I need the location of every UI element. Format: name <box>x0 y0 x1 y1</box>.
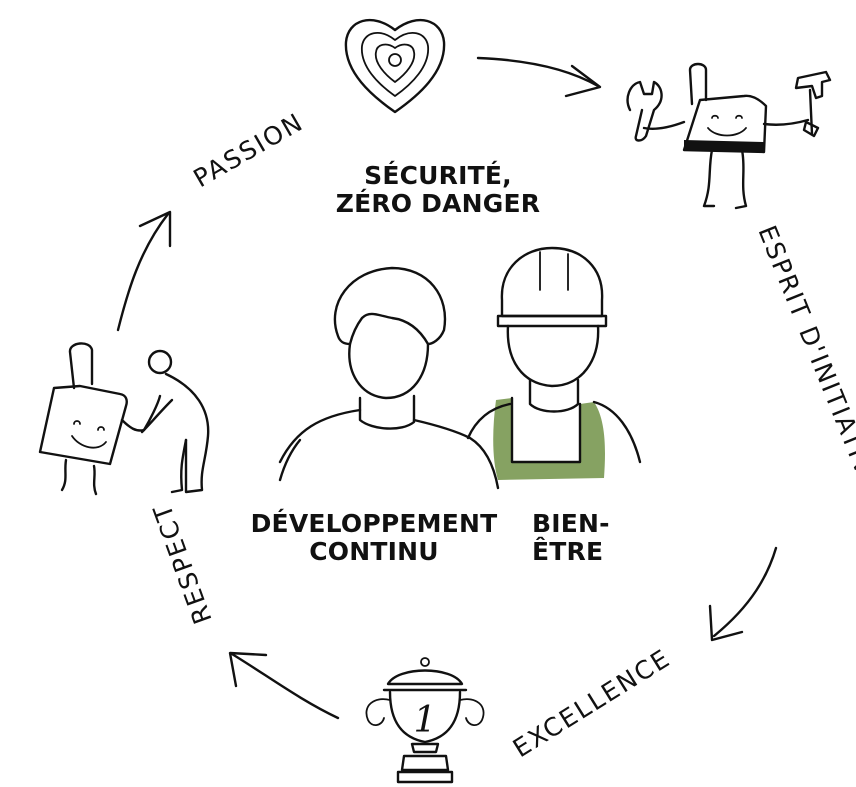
worker-person-icon <box>278 266 500 490</box>
initiative-label: ESPRIT D'INITIATIVE <box>752 221 856 497</box>
excellence-label: EXCELLENCE <box>508 643 676 763</box>
wellbeing-label: BIEN- ÊTRE <box>532 510 628 566</box>
cycle-arrow-left <box>116 210 172 332</box>
trophy-number: 1 <box>414 700 437 741</box>
safety-line-1: SÉCURITÉ, <box>364 161 512 190</box>
safety-label: SÉCURITÉ, ZÉRO DANGER <box>318 162 558 218</box>
cycle-arrow-right <box>708 546 778 642</box>
cycle-arrow-top <box>476 56 602 98</box>
trophy-icon: 1 <box>365 657 485 784</box>
safety-line-2: ZÉRO DANGER <box>335 189 541 218</box>
mascot-handshake-icon <box>38 342 210 496</box>
wellbeing-line-2: ÊTRE <box>532 537 604 566</box>
helmet-worker-icon <box>466 246 642 480</box>
development-line-1: DÉVELOPPEMENT <box>250 509 498 538</box>
wellbeing-line-1: BIEN- <box>532 509 610 538</box>
passion-label: PASSION <box>189 107 309 193</box>
heart-icon <box>344 19 446 114</box>
mascot-with-tools-icon <box>626 62 832 210</box>
development-line-2: CONTINU <box>309 537 439 566</box>
development-label: DÉVELOPPEMENT CONTINU <box>236 510 512 566</box>
cycle-arrow-bottom <box>228 651 340 720</box>
respect-label: RESPECT <box>147 499 218 628</box>
